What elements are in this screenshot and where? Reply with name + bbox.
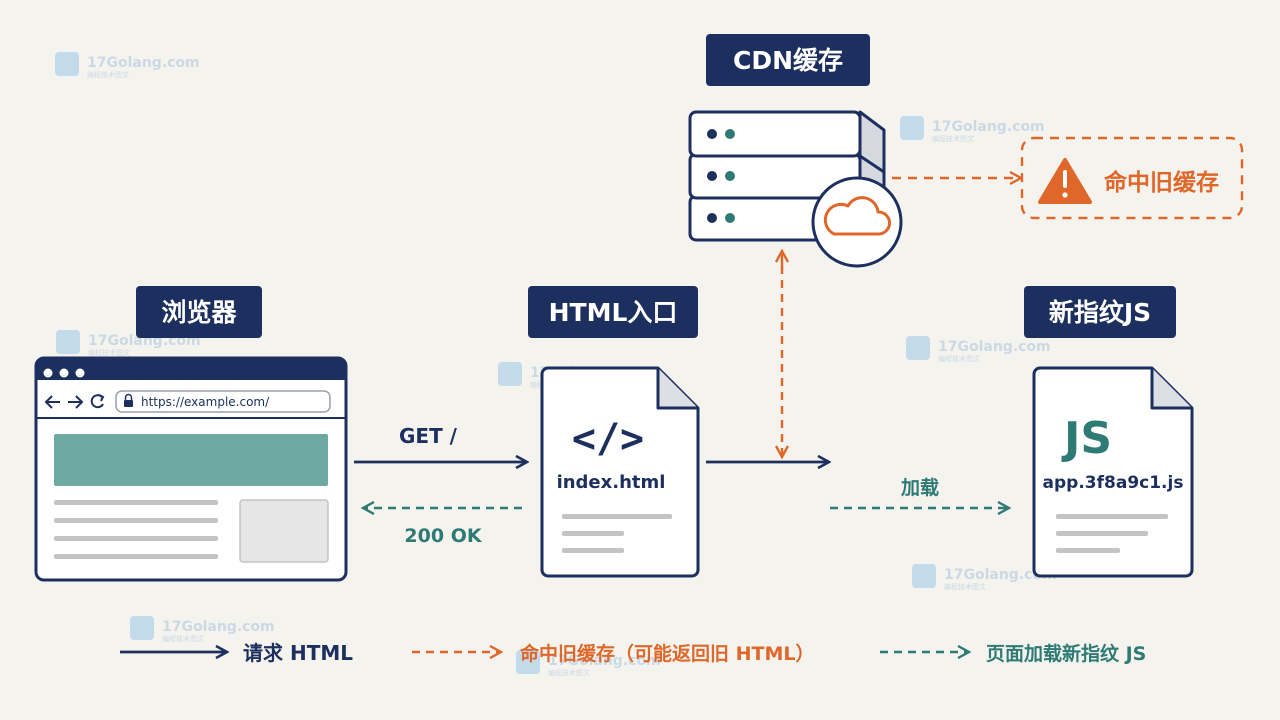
text-placeholder bbox=[1056, 531, 1148, 536]
watermark-brand: 17Golang.com bbox=[87, 55, 200, 71]
watermark: 17Golang.com 编程技术图文 bbox=[516, 650, 661, 677]
watermark-tagline: 编程技术图文 bbox=[932, 134, 974, 143]
server-led-icon bbox=[707, 171, 717, 181]
arrow-right-icon[interactable] bbox=[68, 395, 84, 409]
html-file: </> index.html bbox=[540, 366, 700, 578]
watermark-brand: 17Golang.com bbox=[938, 339, 1051, 355]
window-dot-icon bbox=[75, 368, 85, 378]
watermark-tagline: 编程技术图文 bbox=[944, 582, 986, 591]
text-placeholder bbox=[562, 548, 624, 553]
legend: 请求 HTML 命中旧缓存（可能返回旧 HTML） 页面加载新指纹 JS bbox=[120, 641, 1146, 665]
watermark: 17Golang.com 编程技术图文 bbox=[912, 564, 1057, 591]
watermark-logo-icon bbox=[130, 616, 154, 640]
legend-item-request: 请求 HTML bbox=[120, 641, 353, 665]
watermark-logo-icon bbox=[498, 362, 522, 386]
html-filename: index.html bbox=[557, 472, 666, 493]
html-title: HTML入口 bbox=[549, 298, 678, 327]
address-bar[interactable]: https://example.com/ bbox=[115, 390, 331, 413]
cdn-title: CDN缓存 bbox=[733, 46, 843, 75]
browser-window: https://example.com/ bbox=[34, 356, 348, 582]
cloud-icon bbox=[811, 176, 903, 268]
watermark-logo-icon bbox=[900, 116, 924, 140]
code-icon: </> bbox=[572, 416, 644, 462]
server-led-group bbox=[707, 129, 735, 223]
page-banner bbox=[54, 434, 328, 486]
browser-label: 浏览器 bbox=[136, 286, 262, 338]
watermark-tagline: 编程技术图文 bbox=[88, 348, 130, 357]
text-placeholder bbox=[54, 518, 218, 523]
file-corner-icon bbox=[1150, 368, 1192, 410]
load-label: 加载 bbox=[900, 476, 939, 499]
window-dot-icon bbox=[59, 368, 69, 378]
watermark-brand: 17Golang.com bbox=[932, 119, 1045, 135]
watermark-tagline: 编程技术图文 bbox=[938, 354, 980, 363]
watermark: 17Golang.com 编程技术图文 bbox=[900, 116, 1045, 143]
watermark-tagline: 编程技术图文 bbox=[87, 70, 129, 79]
text-placeholder bbox=[54, 500, 218, 505]
js-badge: JS bbox=[1061, 413, 1112, 464]
warning-icon bbox=[1038, 158, 1092, 204]
js-file: JS app.3f8a9c1.js bbox=[1032, 366, 1194, 578]
watermark-logo-icon bbox=[55, 52, 79, 76]
arrow-left-icon[interactable] bbox=[44, 395, 60, 409]
watermark: 17Golang.com 编程技术图文 bbox=[55, 52, 200, 79]
text-placeholder bbox=[562, 531, 624, 536]
watermark-logo-icon bbox=[912, 564, 936, 588]
html-label: HTML入口 bbox=[528, 286, 698, 338]
server-led-icon bbox=[725, 213, 735, 223]
ok-label: 200 OK bbox=[404, 525, 482, 547]
text-placeholder bbox=[54, 554, 218, 559]
server-led-icon bbox=[707, 213, 717, 223]
js-filename: app.3f8a9c1.js bbox=[1043, 473, 1184, 493]
server-led-icon bbox=[707, 129, 717, 139]
image-placeholder bbox=[239, 499, 329, 563]
watermark: 17Golang.com 编程技术图文 bbox=[906, 336, 1051, 363]
watermark-brand: 17Golang.com bbox=[944, 567, 1057, 583]
file-corner-icon bbox=[656, 368, 698, 410]
address-url: https://example.com/ bbox=[141, 395, 270, 409]
legend-request-label: 请求 HTML bbox=[243, 641, 353, 665]
watermark-brand: 17Golang.com bbox=[548, 653, 661, 669]
legend-load-label: 页面加载新指纹 JS bbox=[986, 642, 1146, 665]
text-placeholder bbox=[1056, 514, 1168, 519]
legend-stale-label: 命中旧缓存（可能返回旧 HTML） bbox=[520, 642, 815, 665]
browser-title: 浏览器 bbox=[161, 298, 237, 327]
watermark: 17Golang.com 编程技术图文 bbox=[130, 616, 275, 643]
js-title: 新指纹JS bbox=[1049, 298, 1151, 327]
get-label: GET / bbox=[399, 424, 458, 448]
window-dot-icon bbox=[43, 368, 53, 378]
cdn-label: CDN缓存 bbox=[706, 34, 870, 86]
legend-item-load: 页面加载新指纹 JS bbox=[880, 642, 1146, 665]
watermark-tagline: 编程技术图文 bbox=[162, 634, 204, 643]
lock-icon bbox=[124, 393, 133, 407]
watermark-tagline: 编程技术图文 bbox=[548, 668, 590, 677]
watermark-logo-icon bbox=[906, 336, 930, 360]
stale-cache-label: 命中旧缓存 bbox=[1104, 169, 1219, 196]
server-led-icon bbox=[725, 171, 735, 181]
watermark-logo-icon bbox=[516, 650, 540, 674]
text-placeholder bbox=[54, 536, 218, 541]
watermark-logo-icon bbox=[56, 330, 80, 354]
text-placeholder bbox=[562, 514, 672, 519]
text-placeholder bbox=[1056, 548, 1120, 553]
reload-icon[interactable] bbox=[90, 394, 105, 409]
watermark-brand: 17Golang.com bbox=[162, 619, 275, 635]
js-label: 新指纹JS bbox=[1024, 286, 1176, 338]
server-led-icon bbox=[725, 129, 735, 139]
stale-cache-callout: 命中旧缓存 bbox=[1020, 136, 1244, 220]
legend-item-stale: 命中旧缓存（可能返回旧 HTML） bbox=[412, 642, 815, 665]
